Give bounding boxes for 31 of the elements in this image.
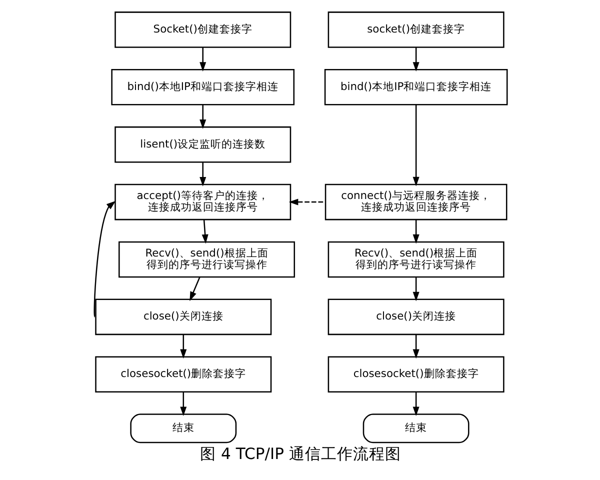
- arrow: [412, 47, 419, 72]
- node-box: close()关闭连接: [327, 298, 504, 336]
- node-box: closesocket()删除套接字: [94, 356, 272, 392]
- node-box: Recv()、send()根据上面得到的序号进行读写操作: [118, 241, 295, 278]
- arrow: [412, 277, 419, 302]
- arrow: [201, 220, 208, 244]
- arrow: [412, 392, 419, 416]
- arrow: [189, 276, 200, 302]
- arrow: [93, 200, 116, 318]
- arrow: [199, 47, 206, 72]
- arrow: [180, 392, 186, 416]
- node-box: closesocket()删除套接字: [327, 356, 504, 392]
- caption: 图 4 TCP/IP 通信工作流程图: [200, 444, 400, 463]
- node-box: socket()创建套接字: [327, 12, 504, 48]
- node-box: connect()与远程服务器连接，连接成功返回连接序号: [324, 184, 507, 220]
- arrow: [288, 198, 325, 206]
- node-box: 结束: [362, 414, 469, 444]
- node-box: bind()本地IP和端口套接字相连: [110, 69, 294, 106]
- node-box: 结束: [130, 414, 236, 444]
- arrow: [412, 220, 419, 244]
- node-box: Recv()、send()根据上面得到的序号进行读写操作: [327, 241, 504, 278]
- arrow: [412, 334, 419, 359]
- node-box: accept()等待客户的连接，连接成功返回连接序号: [114, 184, 291, 220]
- node-box: bind()本地IP和端口套接字相连: [324, 69, 508, 106]
- node-box: close()关闭连接: [94, 298, 272, 336]
- arrow: [180, 334, 186, 359]
- arrow: [199, 162, 206, 186]
- node-box: Socket()创建套接字: [114, 12, 291, 48]
- arrow: [199, 104, 206, 129]
- arrow: [412, 104, 419, 186]
- node-box: lisent()设定监听的连接数: [114, 126, 291, 163]
